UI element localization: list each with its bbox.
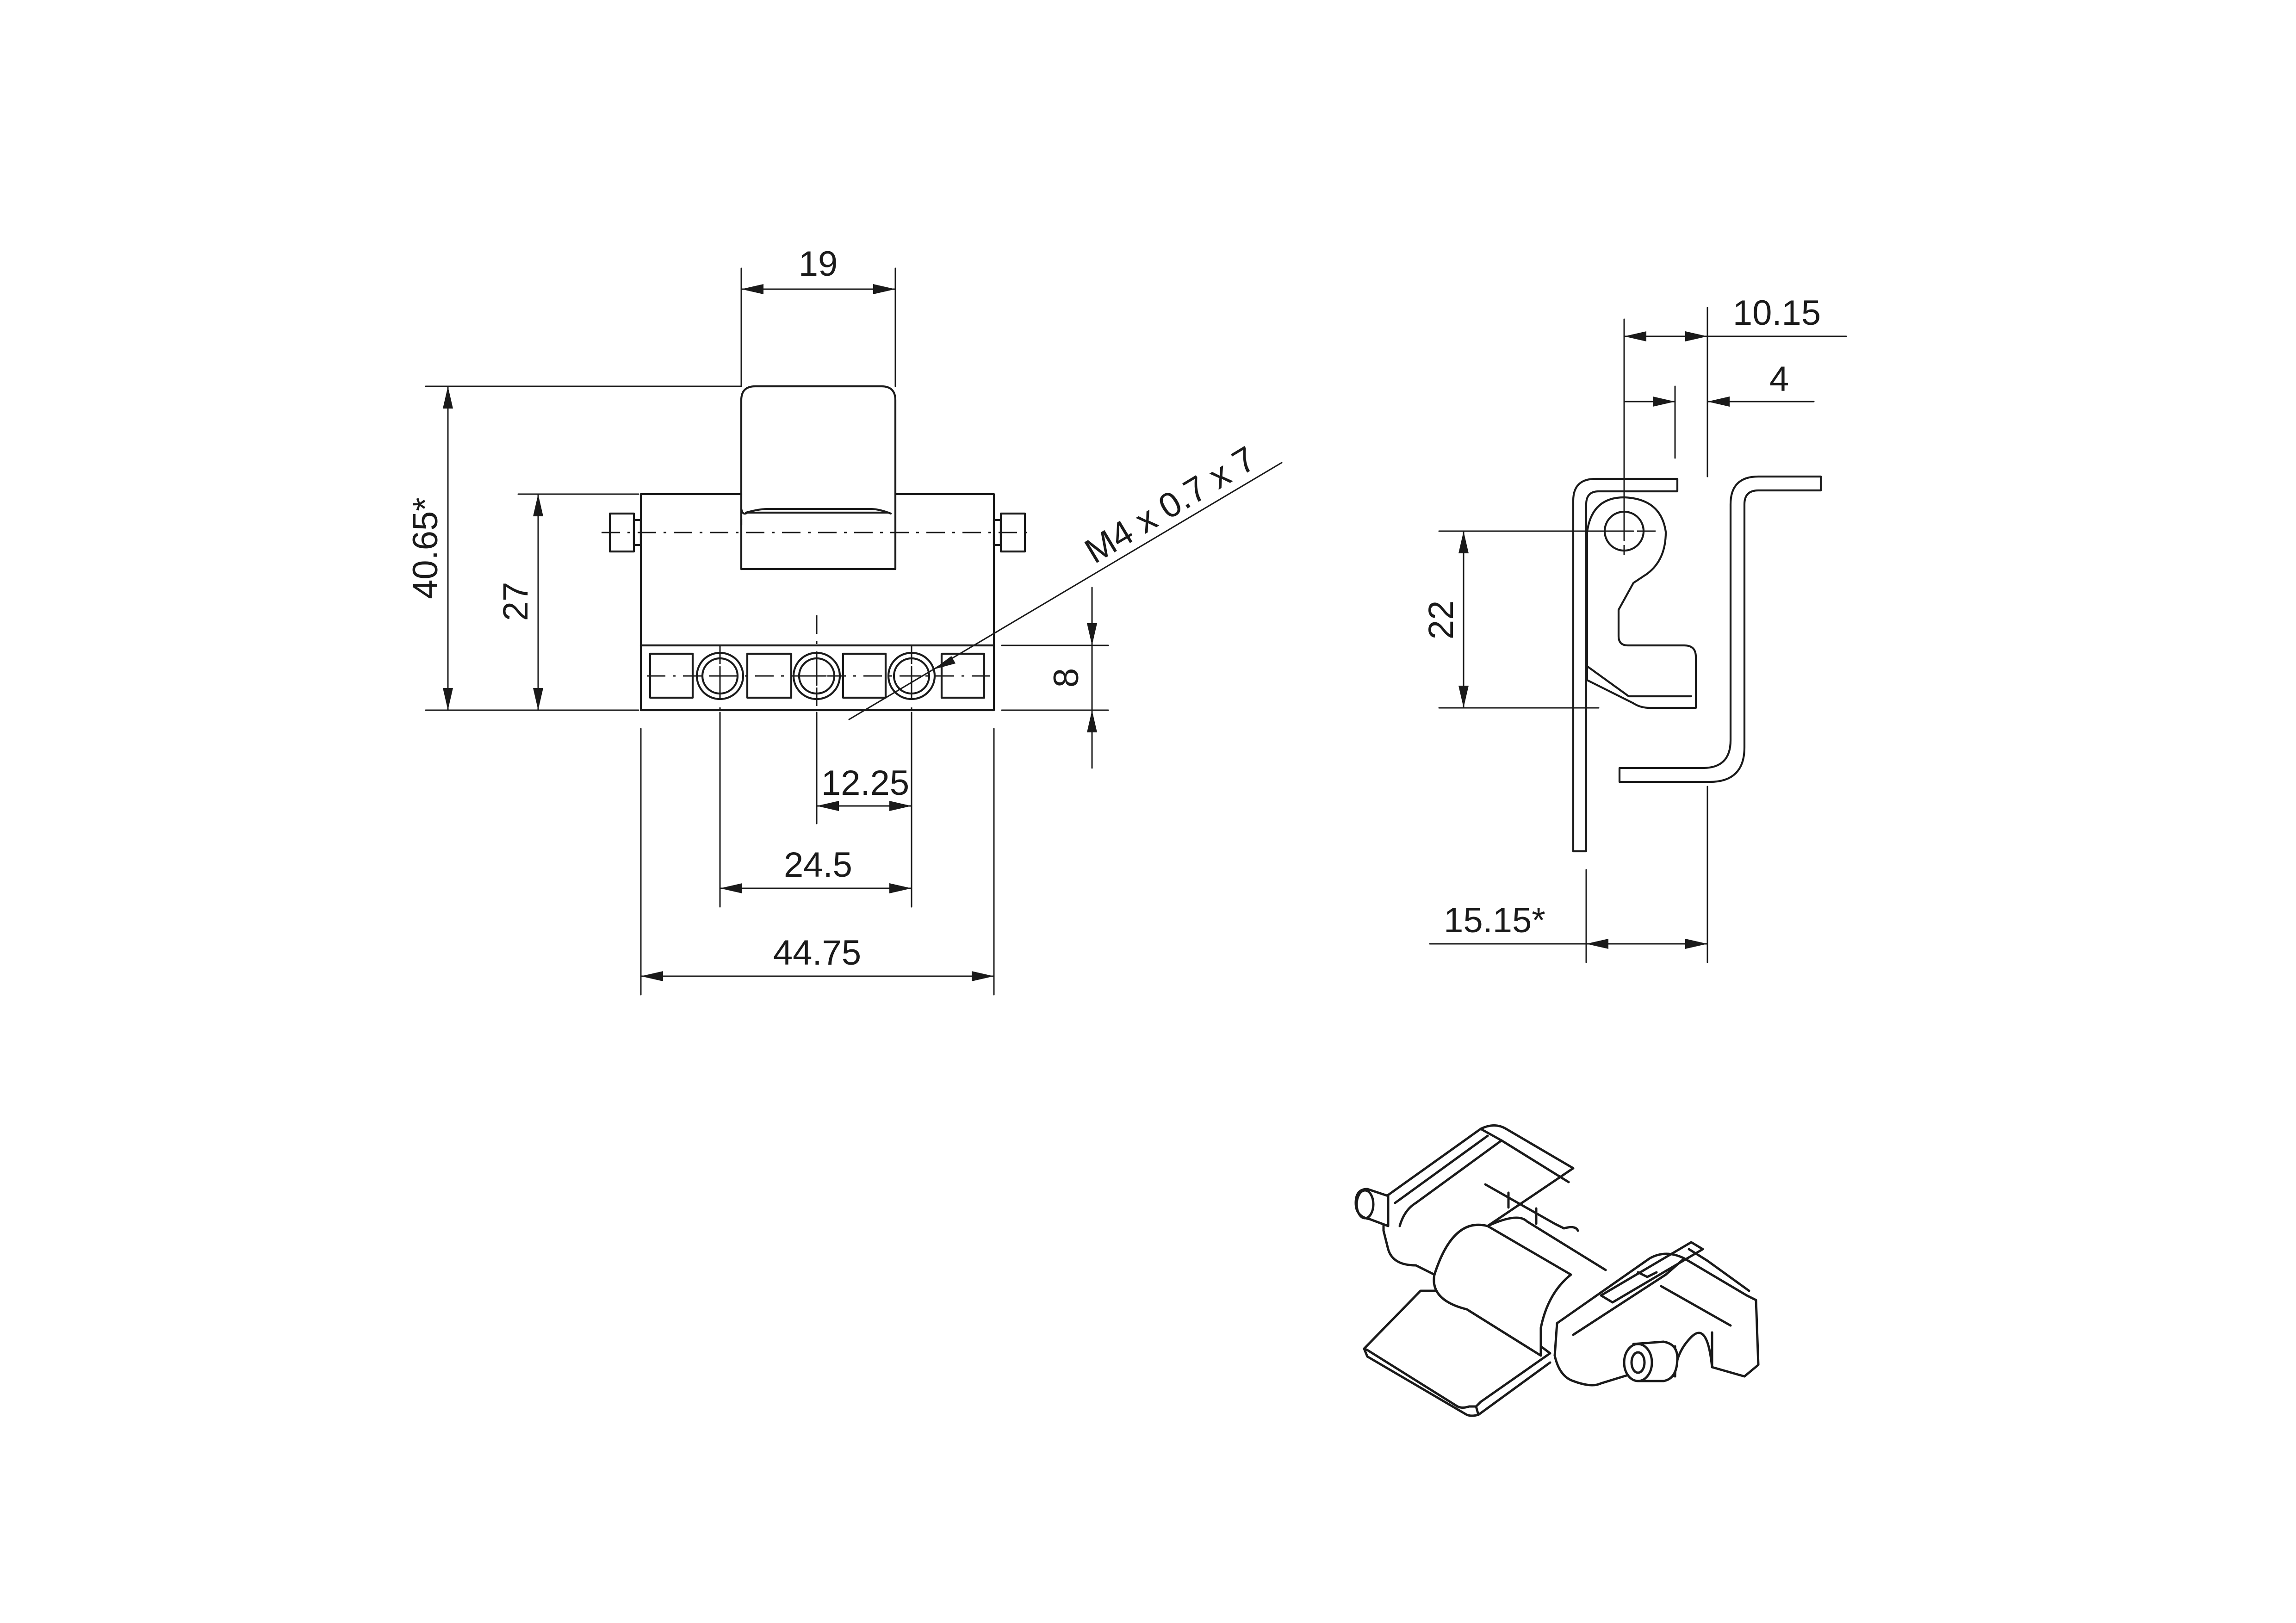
front-view: 19 40.65* 27 8 M4 x 0.7 x 7 12.25 [406, 244, 1283, 996]
dim-8: 8 [1047, 668, 1086, 688]
dim-24-5: 24.5 [784, 845, 852, 885]
thread-callout: M4 x 0.7 x 7 [1078, 439, 1263, 571]
dim-22: 22 [1421, 601, 1461, 640]
side-fixed-leaf [1572, 477, 1679, 853]
dim-12-25: 12.25 [821, 763, 909, 803]
iso-front-leaf [1553, 1252, 1760, 1387]
side-bracket [1618, 475, 1822, 783]
front-lower-body [639, 493, 995, 570]
dim-10-15: 10.15 [1733, 293, 1821, 333]
dim-4: 4 [1769, 359, 1789, 399]
dim-40-65: 40.65* [406, 497, 445, 599]
dim-19: 19 [799, 244, 838, 284]
front-upper-leaf [740, 385, 897, 570]
dim-27: 27 [496, 582, 535, 621]
side-knuckle [1586, 496, 1697, 709]
front-base-bar [639, 644, 995, 712]
dim-15-15: 15.15* [1444, 901, 1545, 940]
thread-leader [848, 462, 1283, 720]
iso-rear-leaf [1382, 1124, 1575, 1276]
dim-44-75: 44.75 [773, 933, 861, 973]
side-view: 10.15 4 22 15.15* [1421, 293, 1847, 963]
isometric-view [1354, 1124, 1760, 1417]
